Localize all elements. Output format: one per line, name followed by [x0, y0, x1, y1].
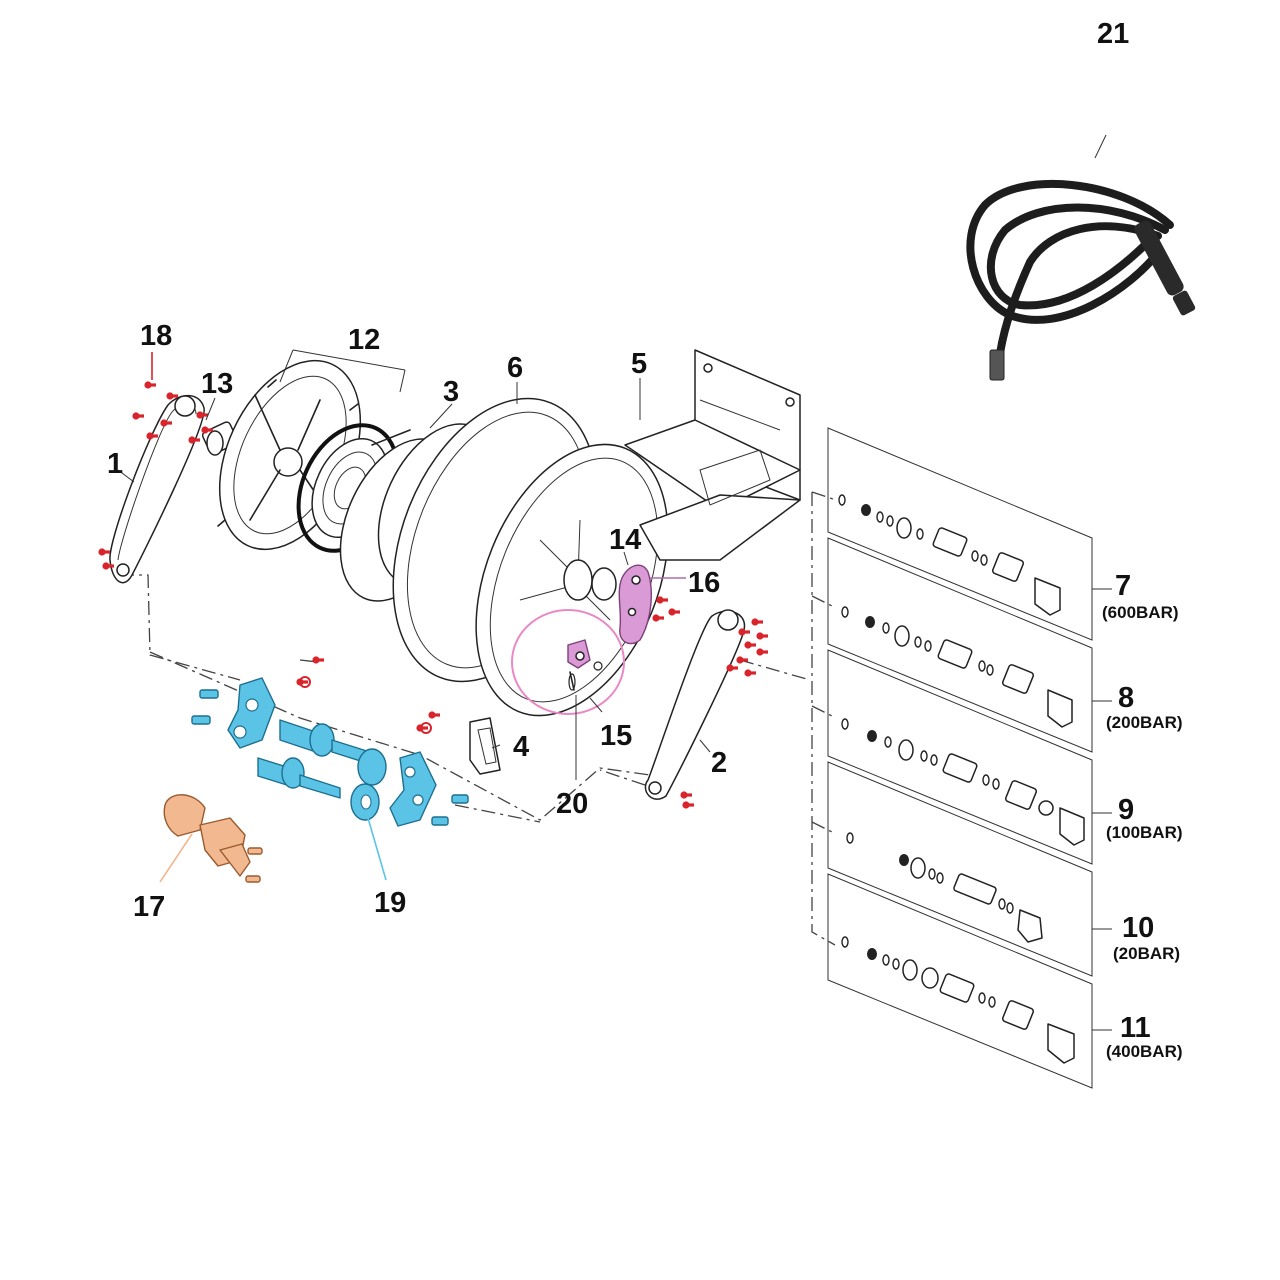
wall-bracket-5 [624, 349, 801, 561]
hose-21 [966, 179, 1196, 381]
callout-15: 15 [600, 720, 633, 752]
highlight-ring-20 [511, 609, 625, 715]
front-drum [475, 443, 669, 717]
callout-16: 16 [688, 567, 721, 599]
swivel-kit-9-parts [841, 718, 1085, 846]
leader-line-15 [589, 697, 603, 713]
callout-21: 21 [1097, 18, 1130, 50]
callout-5: 5 [631, 348, 648, 380]
callout-leaders [117, 134, 1112, 1031]
guide-part-4 [469, 717, 501, 775]
swivel-kit-8-parts [841, 606, 1073, 728]
callout-12: 12 [348, 324, 381, 356]
callout-6: 6 [507, 352, 524, 384]
crank-arm-2 [644, 609, 768, 809]
callout-10: 10 [1122, 912, 1155, 944]
pressure-label-9: (100BAR) [1106, 823, 1183, 842]
ratchet-parts [567, 564, 680, 691]
swivel-kit-10-parts [846, 832, 1043, 943]
clamp-assembly-17 [159, 794, 263, 883]
callout-2: 2 [711, 747, 728, 779]
pressure-label-8: (200BAR) [1106, 713, 1183, 732]
callout-7: 7 [1115, 570, 1132, 602]
swivel-kit-panels [827, 427, 1093, 1089]
swivel-kit-7-parts [838, 494, 1061, 616]
pressure-label-11: (400BAR) [1106, 1042, 1183, 1061]
roller-assembly-19 [191, 656, 469, 881]
callout-8: 8 [1118, 682, 1135, 714]
callout-4: 4 [513, 731, 530, 763]
callout-20: 20 [556, 788, 589, 820]
callout-17: 17 [133, 891, 166, 923]
callout-14: 14 [609, 524, 642, 556]
crank-arm-1 [98, 381, 205, 584]
callout-3: 3 [443, 376, 460, 408]
callout-19: 19 [374, 887, 407, 919]
callout-11: 11 [1120, 1012, 1151, 1044]
pressure-label-7: (600BAR) [1102, 603, 1179, 622]
callout-9: 9 [1118, 794, 1135, 826]
pressure-label-10: (20BAR) [1113, 944, 1181, 963]
callout-18: 18 [140, 320, 173, 352]
callout-13: 13 [201, 368, 234, 400]
swivel-kit-11-parts [841, 936, 1075, 1064]
callout-1: 1 [107, 448, 124, 480]
